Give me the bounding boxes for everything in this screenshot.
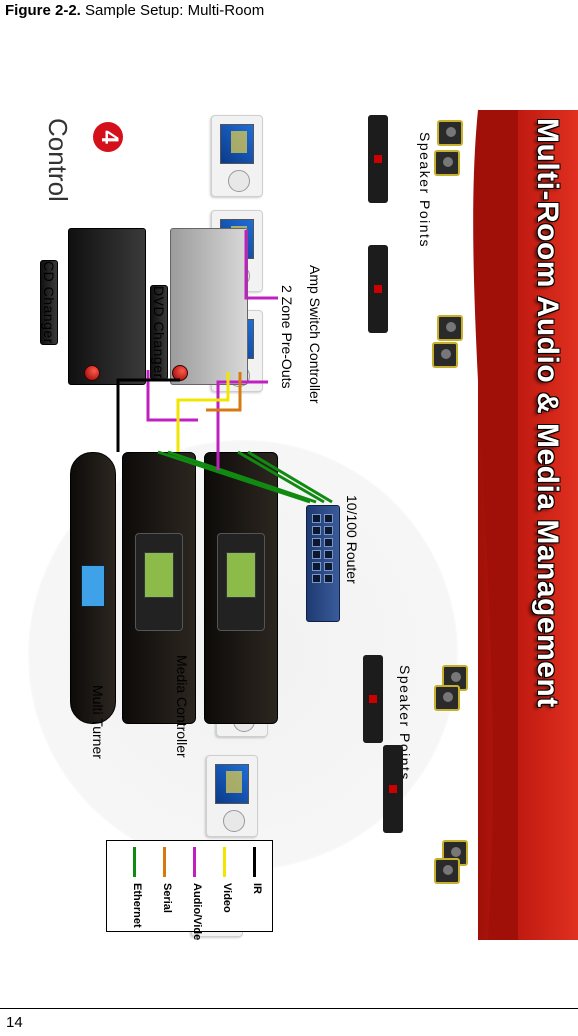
band-curve	[473, 110, 518, 940]
footer-rule	[0, 1008, 578, 1009]
control4-logo-icon: 4	[93, 122, 123, 152]
control4-logo-text: Control	[43, 118, 73, 202]
page-number: 14	[6, 1014, 23, 1031]
figure-title: Sample Setup: Multi-Room	[85, 2, 265, 19]
cable-legend: IR Video Audio/Video Serial Ethernet	[106, 840, 273, 940]
slide-canvas: Multi-Room Audio & Media Management Spea…	[0, 110, 578, 940]
cable-diagram	[116, 230, 333, 504]
figure-number: Figure 2-2.	[5, 2, 81, 19]
diagram-slide: Multi-Room Audio & Media Management Spea…	[0, 110, 578, 940]
figure-caption: Figure 2-2. Sample Setup: Multi-Room	[5, 2, 264, 19]
